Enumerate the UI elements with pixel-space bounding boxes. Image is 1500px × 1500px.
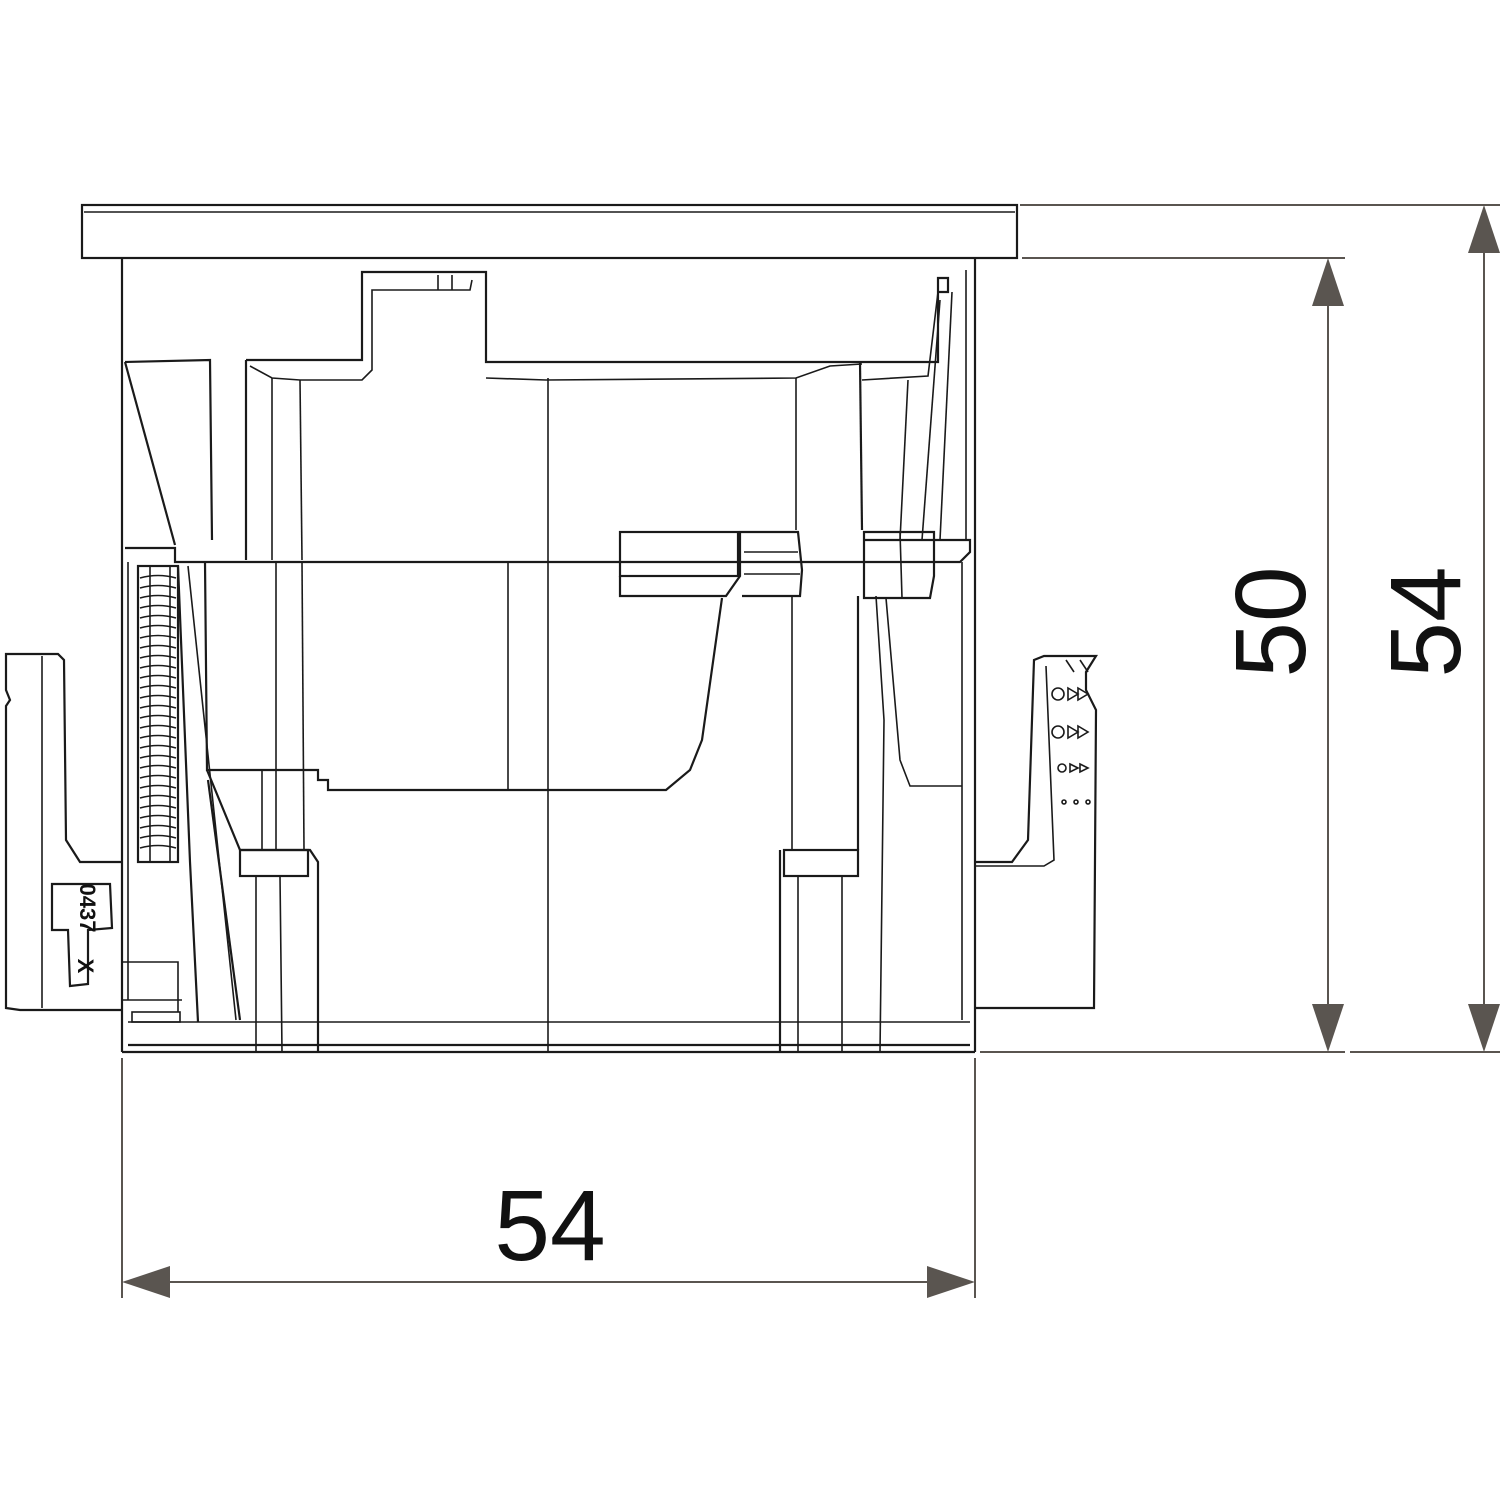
ratchet-tooth (139, 694, 177, 699)
dimension-width: 54 (121, 1058, 976, 1298)
ratchet-tooth (139, 804, 177, 809)
marking-symbol: X (73, 959, 98, 974)
ratchet-tooth (139, 704, 177, 709)
ratchet-tooth (139, 824, 177, 829)
left-clamp (4, 652, 182, 1023)
right-clamp (975, 654, 1098, 1010)
ratchet-tooth (139, 714, 177, 719)
ratchet-tooth (139, 584, 177, 589)
ratchet-tooth (139, 614, 177, 619)
box-body (120, 258, 977, 1054)
ratchet-tooth (139, 754, 177, 759)
ratchet-strip (136, 564, 237, 1023)
ratchet-tooth (139, 774, 177, 779)
ratchet-tooth (139, 734, 177, 739)
ratchet-tooth (139, 674, 177, 679)
ratchet-tooth (139, 654, 177, 659)
dimension-width-label: 54 (494, 1170, 605, 1282)
ratchet-tooth (139, 624, 177, 629)
ratchet-tooth (139, 724, 177, 729)
ratchet-tooth (139, 604, 177, 609)
ratchet-tooth (139, 814, 177, 819)
marking-stamp: 0437 X (50, 882, 114, 988)
dimension-total-height: 54 (1020, 204, 1500, 1053)
ratchet-tooth (139, 744, 177, 749)
inner-top-profile (123, 270, 953, 1052)
top-flange (80, 203, 1019, 260)
dimension-inner-height-label: 50 (1215, 566, 1327, 677)
ratchet-tooth (139, 634, 177, 639)
dimension-total-height-label: 54 (1370, 566, 1482, 677)
dimension-inner-height: 50 (980, 257, 1345, 1053)
ratchet-tooth (139, 834, 177, 839)
inner-channel (203, 561, 963, 1053)
ratchet-tooth (139, 594, 177, 599)
ratchet-tooth (139, 684, 177, 689)
ratchet-tooth (139, 574, 177, 579)
marking-code: 0437 (75, 884, 100, 933)
ratchet-tooth (139, 764, 177, 769)
mid-band (125, 530, 972, 1000)
ratchet-tooth (139, 664, 177, 669)
ratchet-tooth (139, 794, 177, 799)
direction-arrows (1051, 686, 1091, 805)
ratchet-tooth (139, 644, 177, 649)
ratchet-tooth (139, 784, 177, 789)
ratchet-tooth (139, 844, 177, 849)
